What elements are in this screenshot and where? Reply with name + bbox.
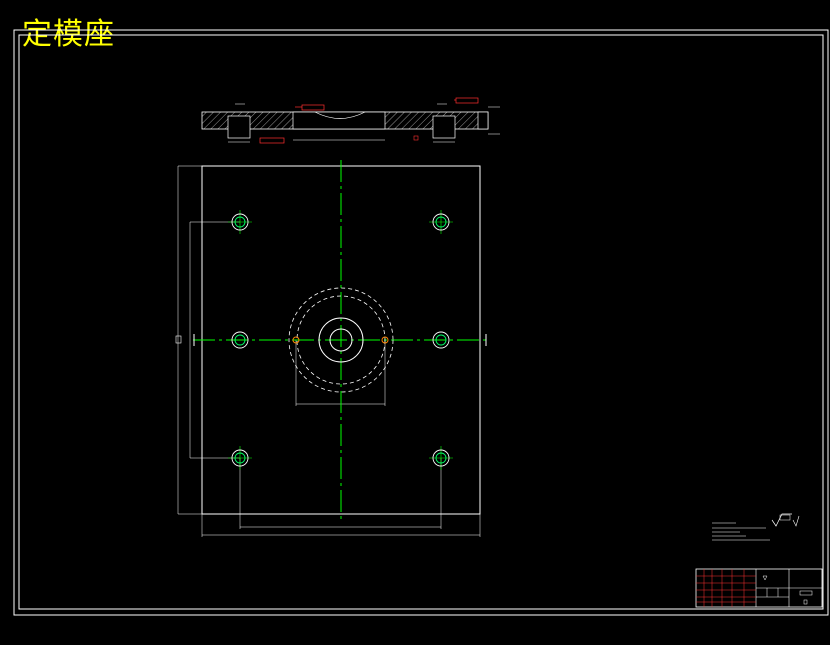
section-label-box [175,335,182,344]
callout-box-right [455,97,479,104]
sprue-hole-circle [329,328,353,352]
plan-view [175,160,488,537]
section-view [201,97,500,144]
screw-hole [432,449,450,467]
datum-marker [413,135,419,141]
outer-frame [13,29,829,616]
title-block [695,568,823,608]
roughness-symbol [771,513,792,527]
screw-hole [231,331,249,349]
section-center-recess [292,111,386,130]
screw-hole [231,213,249,231]
pin-hole-left [292,336,300,344]
inner-frame [18,34,824,610]
callout-box-top [301,104,325,111]
callout-box-bottom [259,137,285,144]
screw-hole [231,449,249,467]
screw-hole [432,213,450,231]
screw-hole [432,331,450,349]
section-hole-left [227,115,251,139]
pin-hole-right [381,336,389,344]
section-center-curve [314,111,366,119]
locating-ring-circle [318,317,364,363]
section-hole-right [432,115,456,139]
recess-outer-circle [288,287,394,393]
technical-notes [712,513,800,541]
section-right-step [477,111,489,130]
recess-mid-circle [296,295,386,385]
